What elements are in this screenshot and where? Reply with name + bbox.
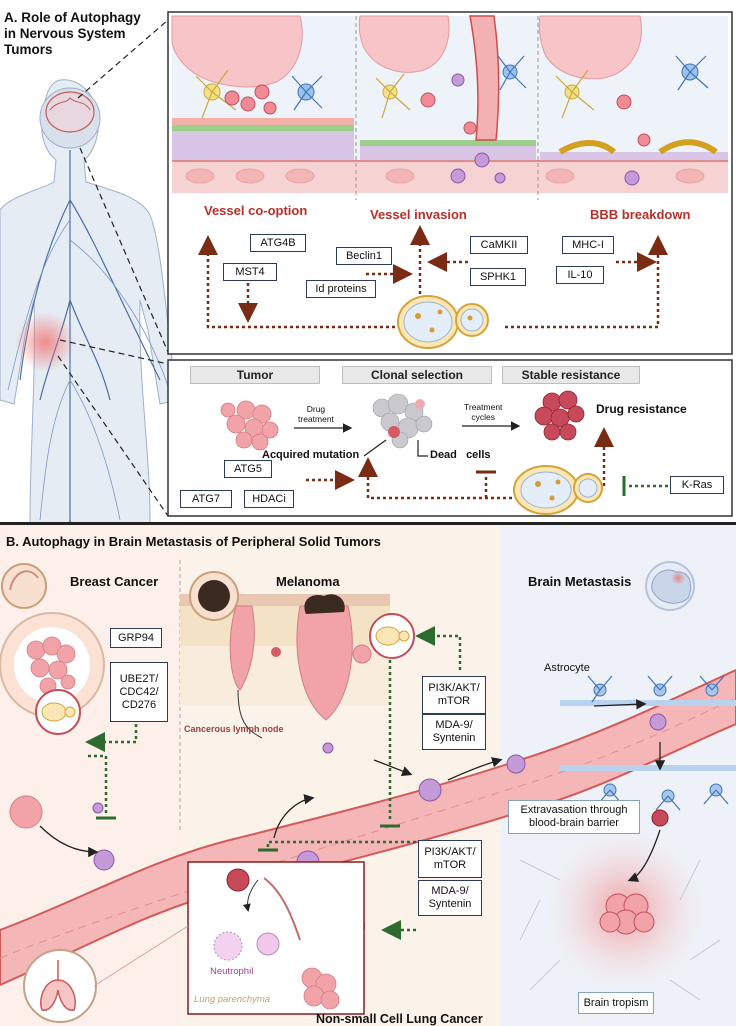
tumor-cluster-icon — [220, 400, 279, 451]
label-breast-cancer: Breast Cancer — [70, 574, 159, 589]
pointer-lines-a — [57, 19, 169, 517]
label-brain-metastasis: Brain Metastasis — [528, 574, 632, 589]
label-treatment-cycles: Treatment cycles — [464, 402, 502, 422]
vessel-illustration — [171, 15, 728, 200]
factor-ube2t-cdc42-cd276: UBE2T/ CDC42/ CD276 — [110, 662, 168, 722]
factor-melanoma-mda9-syntenin: MDA-9/ Syntenin — [422, 714, 486, 750]
section-b-flow-arrows — [39, 699, 666, 882]
factor-atg7: ATG7 — [180, 490, 232, 508]
melanoma-illustration — [189, 571, 372, 739]
factor-mst4: MST4 — [223, 263, 277, 281]
section-a-title-line-3: Tumors — [4, 42, 53, 57]
label-treatment-cycles-line-2: cycles — [471, 412, 496, 422]
clonal-selection-cluster-icon — [372, 393, 433, 449]
label-brain-tropism: Brain tropism — [578, 992, 654, 1014]
label-vessel-invasion: Vessel invasion — [370, 207, 467, 222]
factor-melanoma-pi3k-akt-mtor: PI3K/AKT/ mTOR — [422, 676, 486, 714]
factor-k-ras: K-Ras — [670, 476, 724, 494]
label-drug-treatment-line-2: treatment — [298, 414, 334, 424]
section-divider — [0, 522, 736, 525]
section-a-title: A. Role of Autophagy in Nervous System T… — [4, 10, 141, 58]
label-drug-treatment: Drug treatment — [298, 404, 334, 424]
label-astrocyte: Astrocyte — [544, 662, 590, 674]
lung-inset — [187, 861, 365, 1015]
factor-sphk1: SPHK1 — [470, 268, 526, 286]
label-nsclc: Non-small Cell Lung Cancer — [316, 1012, 483, 1026]
label-drug-resistance: Drug resistance — [596, 402, 687, 416]
factor-lung-pi3k-akt-mtor: PI3K/AKT/ mTOR — [418, 840, 482, 878]
factor-hdaci: HDACi — [244, 490, 294, 508]
factor-id-proteins: Id proteins — [306, 280, 376, 298]
resistant-cluster-icon — [534, 390, 585, 441]
lung-icon — [23, 925, 189, 1023]
factor-atg4b: ATG4B — [250, 234, 306, 252]
panel-a2-arrows — [294, 421, 668, 500]
header-tumor: Tumor — [190, 366, 320, 384]
inhibition-bars — [96, 816, 400, 852]
section-a-title-line-2: in Nervous System — [4, 26, 126, 41]
section-a-title-line-1: A. Role of Autophagy — [4, 10, 141, 25]
label-drug-treatment-line-1: Drug — [306, 404, 326, 414]
label-treatment-cycles-line-1: Treatment — [464, 402, 503, 412]
label-melanoma: Melanoma — [276, 574, 340, 589]
label-acquired-mutation: Acquired mutation — [262, 449, 360, 461]
label-extravasation: Extravasation through blood-brain barrie… — [508, 800, 640, 834]
breast-cancer-illustration — [0, 563, 105, 829]
factor-atg5: ATG5 — [224, 460, 272, 478]
section-b-regulation-arrows — [85, 626, 476, 940]
panel-a1-arrows — [198, 225, 668, 329]
factor-beclin1: Beclin1 — [336, 247, 392, 265]
label-lung-parenchyma: Lung parenchyma — [194, 994, 271, 1005]
astrocyte-layer — [560, 675, 736, 811]
label-bbb-breakdown: BBB breakdown — [590, 207, 691, 222]
section-b-background — [0, 525, 736, 1026]
factor-camkii: CaMKII — [470, 236, 528, 254]
factor-mhc-i: MHC-I — [562, 236, 614, 254]
label-neutrophil: Neutrophil — [210, 966, 254, 977]
label-dead-cells: Dead cells — [430, 449, 491, 461]
factor-il-10: IL-10 — [556, 266, 604, 284]
autophagosome-icon-a1 — [397, 295, 489, 349]
factor-lung-mda9-syntenin: MDA-9/ Syntenin — [418, 880, 482, 916]
factor-grp94: GRP94 — [110, 628, 162, 648]
header-stable-resistance: Stable resistance — [502, 366, 640, 384]
label-vessel-co-option: Vessel co-option — [204, 203, 308, 218]
autophagosome-icon-a2 — [513, 465, 603, 515]
header-clonal-selection: Clonal selection — [342, 366, 492, 384]
label-cancerous-lymph-node: Cancerous lymph node — [184, 724, 284, 734]
section-b-title: B. Autophagy in Brain Metastasis of Peri… — [6, 534, 381, 549]
brain-metastasis-icon — [645, 561, 695, 611]
